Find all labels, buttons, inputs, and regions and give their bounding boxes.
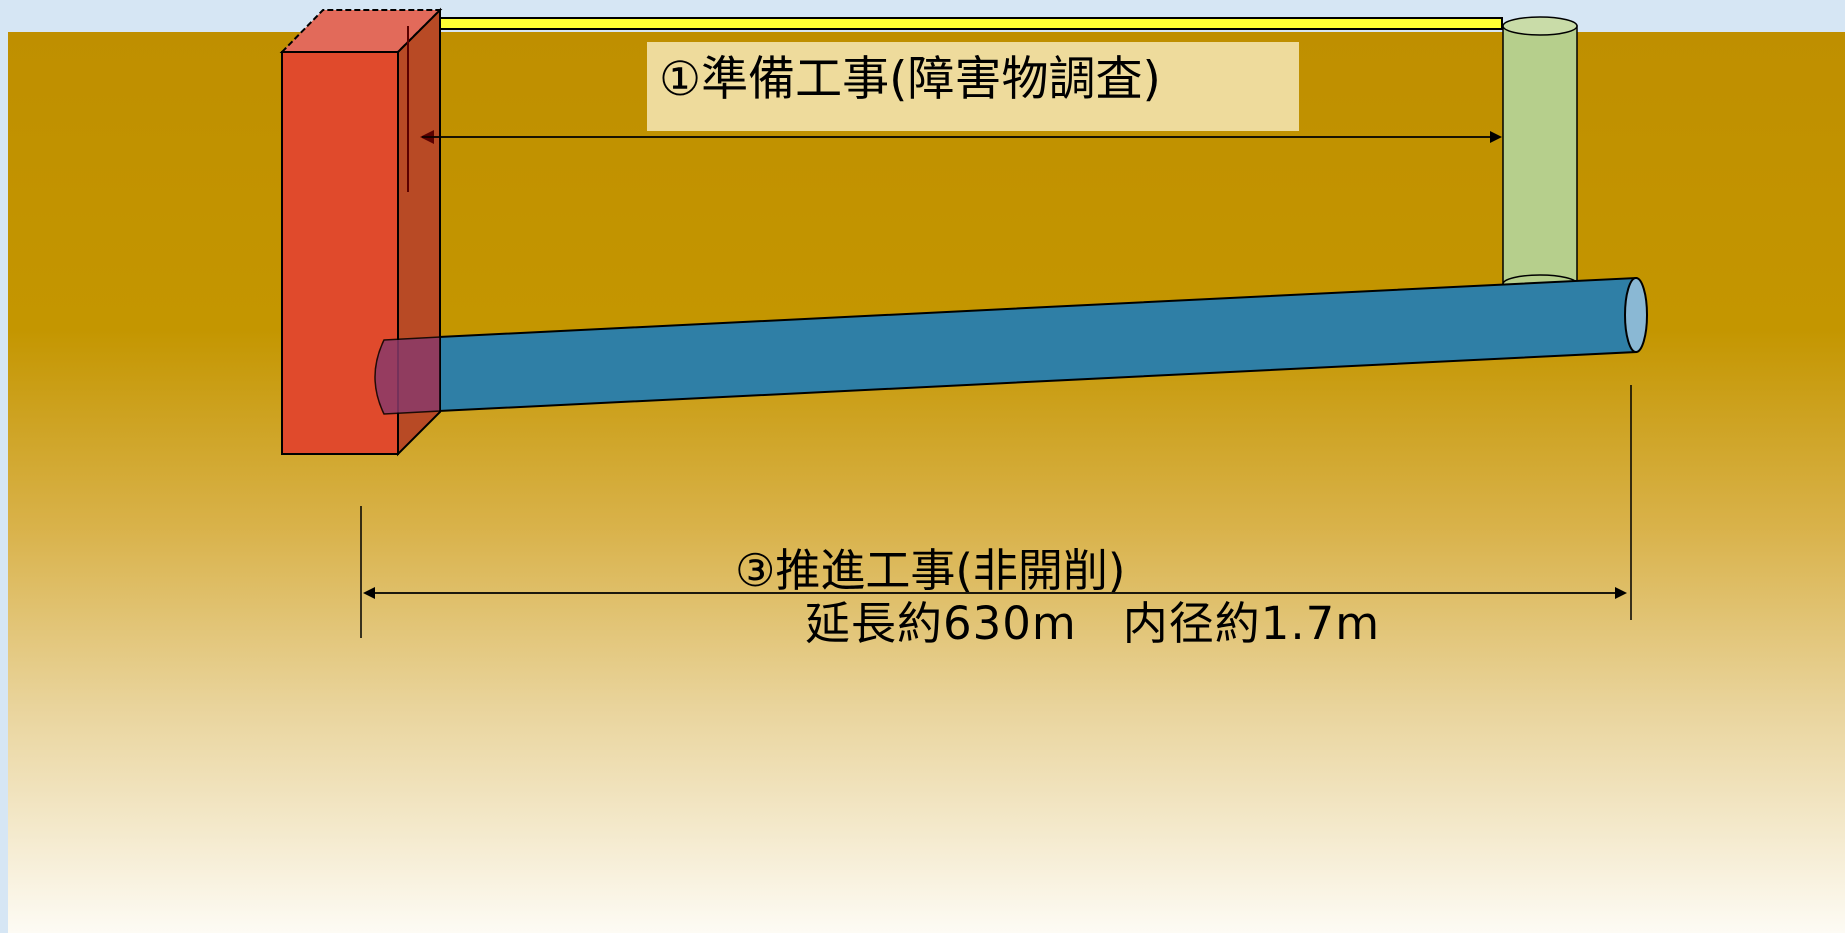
pipe-inlet [374, 336, 441, 415]
label-jacking-work: ③推進工事(非開削) [735, 544, 1126, 597]
arrival-shaft-cylinder [1502, 16, 1578, 294]
dimension-arrow-jacking [360, 385, 1632, 638]
label-pipe-dimensions: 延長約630m 内径約1.7m [805, 597, 1381, 650]
label-preparation-work: ①準備工事(障害物調査) [647, 42, 1299, 131]
dimension-arrow-preparation [407, 26, 1502, 192]
ground-surface-road [407, 17, 1503, 30]
